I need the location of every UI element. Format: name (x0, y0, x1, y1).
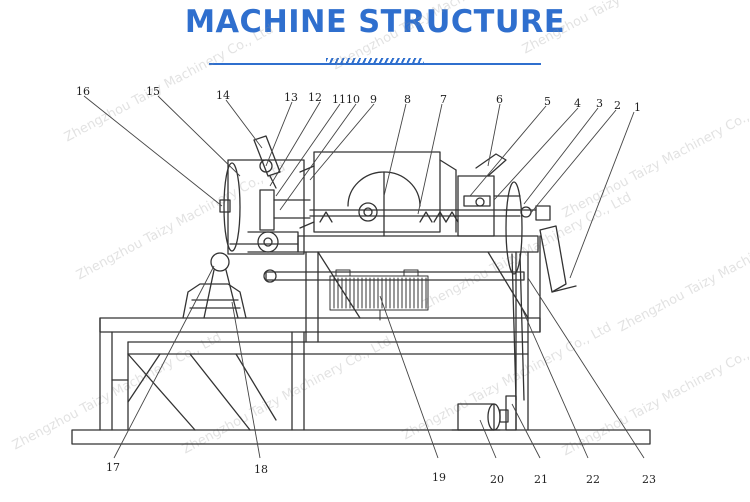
leader-lines (83, 95, 645, 459)
callout-21: 21 (534, 473, 548, 486)
head-block (219, 159, 311, 255)
cutter-arm (253, 135, 281, 189)
callout-14: 14 (216, 89, 230, 102)
callout-8: 8 (404, 93, 411, 106)
callout-16: 16 (76, 85, 90, 98)
feed-unit (457, 153, 521, 237)
callout-1: 1 (634, 101, 641, 114)
callout-23: 23 (642, 473, 656, 486)
callout-9: 9 (370, 93, 377, 106)
callout-19: 19 (432, 471, 446, 484)
callout-10: 10 (346, 93, 360, 106)
page-title: MACHINE STRUCTURE (184, 4, 566, 40)
main-frame (99, 317, 541, 431)
callout-6: 6 (496, 93, 503, 106)
callout-17: 17 (106, 461, 120, 474)
electric-motor (451, 395, 517, 431)
upper-frame (229, 235, 541, 431)
connecting-rod (263, 269, 525, 283)
callout-5: 5 (544, 95, 551, 108)
flywheel (347, 171, 421, 237)
brush-comb (329, 269, 429, 321)
callout-2: 2 (614, 99, 621, 112)
callout-11: 11 (332, 93, 346, 106)
title-dash-ornament (326, 58, 424, 64)
callout-4: 4 (574, 97, 581, 110)
callout-13: 13 (284, 91, 298, 104)
wire-wheel (503, 181, 577, 293)
gearbox-housing (299, 151, 457, 233)
callout-3: 3 (596, 97, 603, 110)
callout-7: 7 (440, 93, 447, 106)
drive-belt (511, 253, 525, 401)
callout-18: 18 (254, 463, 268, 476)
callout-20: 20 (490, 473, 504, 486)
callout-22: 22 (586, 473, 600, 486)
callout-12: 12 (308, 91, 322, 104)
title-underline (209, 63, 541, 65)
motor-pulley (182, 252, 247, 319)
twisting-shaft (309, 209, 521, 223)
callout-15: 15 (146, 85, 160, 98)
base-rail (71, 429, 651, 445)
